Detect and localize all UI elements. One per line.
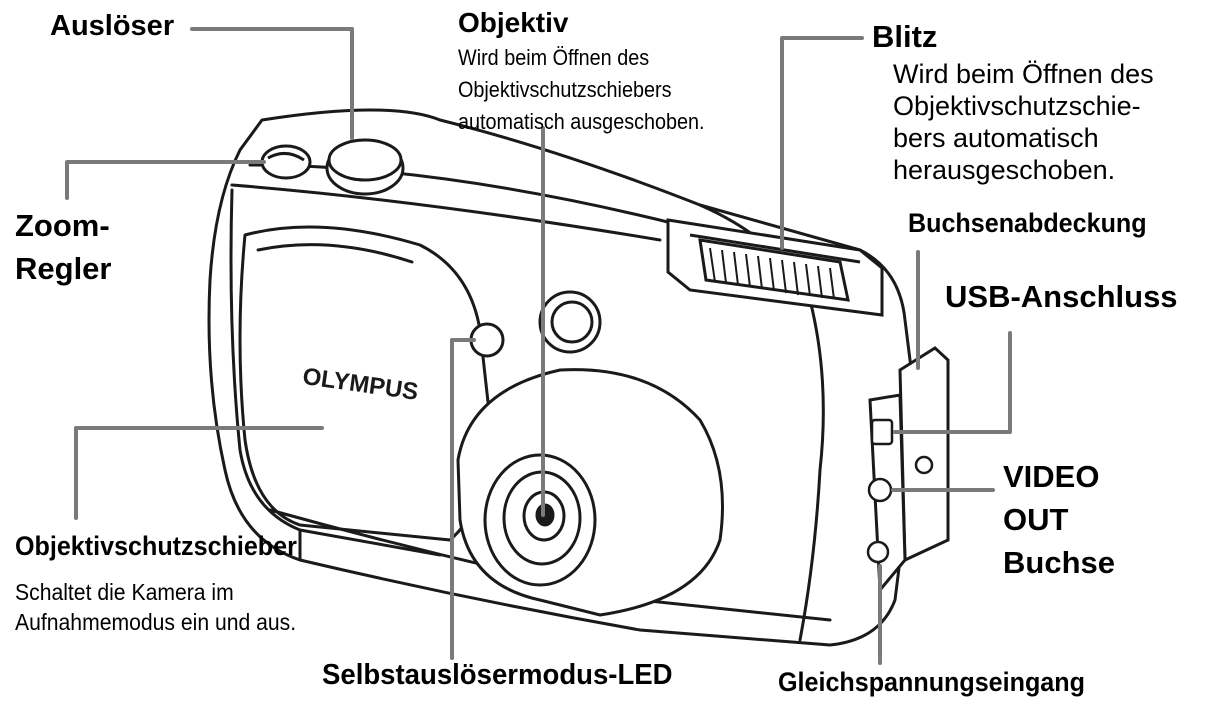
leader-blitz	[782, 38, 862, 248]
usb-port	[872, 420, 892, 444]
label-objektivschutz-desc2: Aufnahmemodus ein und aus.	[15, 610, 296, 635]
label-blitz-desc1: Wird beim Öffnen des	[893, 60, 1154, 89]
label-blitz-desc4: herausgeschoben.	[893, 156, 1115, 185]
zoom-lever	[262, 146, 310, 178]
label-gleichspannung: Gleichspannungseingang	[778, 668, 1085, 697]
label-zoom-line2: Regler	[15, 252, 111, 285]
label-objektivschutz-desc1: Schaltet die Kamera im	[15, 580, 234, 605]
label-video-line3: Buchse	[1003, 546, 1115, 579]
label-video-line2: OUT	[1003, 503, 1068, 536]
label-blitz-desc3: bers automatisch	[893, 124, 1099, 153]
label-selbstausloeser: Selbstauslösermodus-LED	[322, 660, 673, 691]
video-out-port	[869, 479, 891, 501]
label-objektiv-desc1: Wird beim Öffnen des	[458, 46, 649, 70]
label-video-line1: VIDEO	[1003, 460, 1099, 493]
label-usb: USB-Anschluss	[945, 280, 1178, 313]
lens-barrel	[458, 370, 723, 615]
label-zoom-line1: Zoom-	[15, 209, 110, 242]
label-blitz: Blitz	[872, 20, 937, 53]
label-objektivschutz: Objektivschutzschieber	[15, 532, 297, 561]
shutter-button	[327, 140, 403, 194]
label-buchsenabdeckung: Buchsenabdeckung	[908, 209, 1147, 238]
viewfinder	[540, 292, 600, 352]
label-objektiv-desc2: Objektivschutzschiebers	[458, 78, 671, 102]
label-objektiv-desc3: automatisch ausgeschoben.	[458, 110, 705, 134]
dc-in-port	[868, 542, 888, 562]
label-ausloeser: Auslöser	[50, 11, 174, 42]
label-blitz-desc2: Objektivschutzschie-	[893, 92, 1141, 121]
label-objektiv: Objektiv	[458, 8, 568, 38]
